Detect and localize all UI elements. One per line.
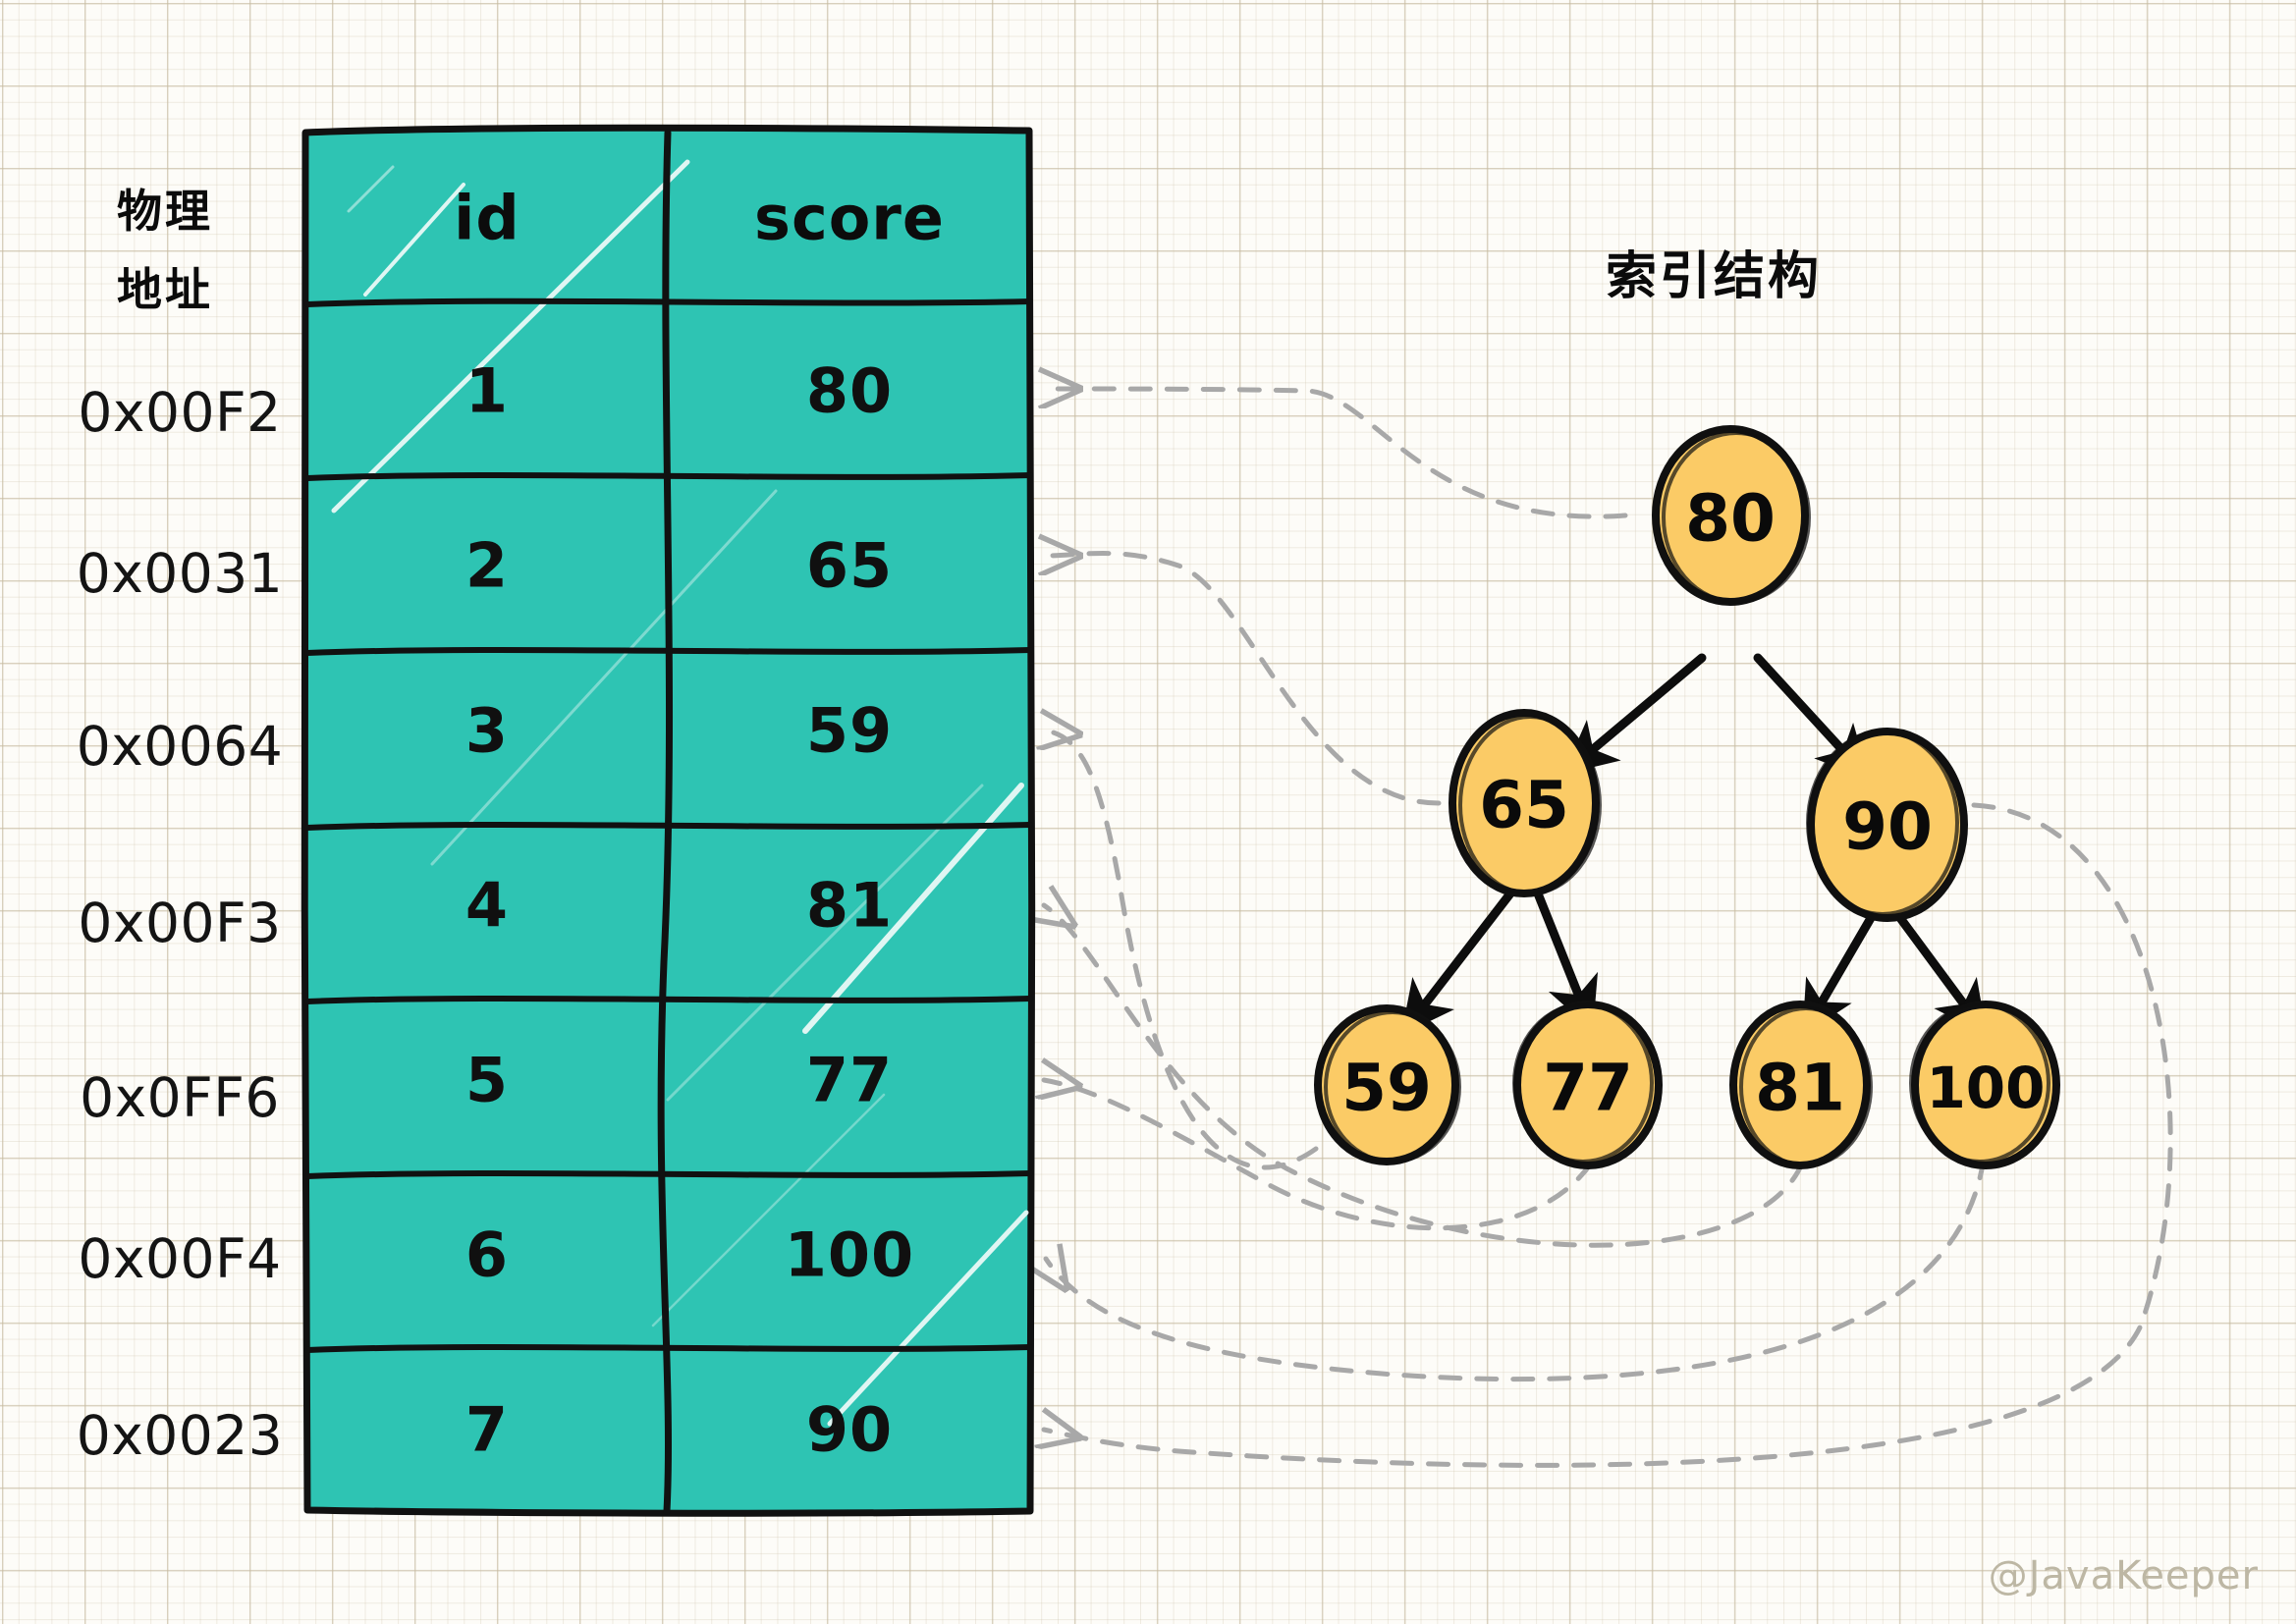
cell-score-6: 100: [785, 1219, 914, 1291]
cell-score-1: 80: [806, 355, 893, 427]
cell-score-4: 81: [806, 870, 893, 942]
tree-node-100[interactable]: 100: [1909, 1001, 2060, 1169]
table-rule-4: [304, 995, 1033, 1004]
table-rule-header: [304, 298, 1033, 307]
physical-address-label-line2: 地址: [117, 263, 213, 316]
cell-id-7: 7: [465, 1394, 509, 1466]
cell-id-4: 4: [465, 870, 509, 942]
cell-id-5: 5: [465, 1045, 509, 1116]
edge-80-65: [1562, 653, 1707, 776]
table-header-id: id: [454, 183, 520, 254]
tree-node-81[interactable]: 81: [1729, 1001, 1873, 1169]
watermark: @JavaKeeper: [1989, 1553, 2259, 1598]
pointer-65-to-row2: [1044, 554, 1442, 806]
pointer-81-to-row4: [1044, 905, 1805, 1248]
tree-node-80-label: 80: [1685, 481, 1776, 557]
address-row-6: 0x00F4: [78, 1227, 281, 1290]
index-structure-label: 索引结构: [1606, 247, 1822, 306]
address-row-3: 0x0064: [77, 715, 284, 778]
tree-node-77-label: 77: [1543, 1051, 1633, 1126]
address-row-7: 0x0023: [77, 1404, 284, 1467]
cell-id-1: 1: [465, 355, 509, 427]
address-row-2: 0x0031: [77, 542, 284, 605]
tree-node-59-label: 59: [1341, 1051, 1432, 1126]
table-rule-6: [304, 1343, 1033, 1353]
table-rule-1: [304, 471, 1033, 481]
tree-node-65[interactable]: 65: [1449, 709, 1602, 897]
tree-node-65-label: 65: [1479, 768, 1569, 843]
pointer-77-to-row5: [1044, 1080, 1594, 1231]
cell-score-5: 77: [806, 1045, 893, 1116]
tree-node-100-label: 100: [1926, 1055, 2045, 1121]
cell-id-3: 3: [465, 695, 509, 767]
cell-id-6: 6: [465, 1219, 509, 1291]
cell-id-2: 2: [465, 530, 509, 602]
tree-node-80[interactable]: 80: [1652, 425, 1811, 606]
table-rule-2: [304, 646, 1033, 656]
cell-score-2: 65: [806, 530, 893, 602]
tree-node-90-label: 90: [1842, 789, 1933, 865]
address-row-4: 0x00F3: [78, 892, 281, 954]
table-rule-5: [304, 1169, 1033, 1179]
pointer-90-to-row7: [1044, 802, 2173, 1468]
table-column-divider: [657, 129, 674, 1515]
table-header-score: score: [754, 183, 945, 254]
cell-score-7: 90: [806, 1394, 893, 1466]
edge-65-59: [1399, 889, 1515, 1036]
physical-address-label-line1: 物理: [117, 185, 213, 238]
tree-node-77[interactable]: 77: [1512, 1001, 1663, 1169]
cell-score-3: 59: [806, 695, 893, 767]
pointer-80-to-row1: [1044, 389, 1628, 519]
address-row-5: 0x0FF6: [80, 1066, 280, 1129]
address-row-1: 0x00F2: [78, 381, 281, 444]
pointer-100-to-row6: [1046, 1156, 1987, 1382]
tree-node-81-label: 81: [1755, 1051, 1845, 1126]
tree-node-90[interactable]: 90: [1806, 728, 1968, 922]
table-rule-3: [304, 821, 1033, 831]
pointer-59-to-row3: [1044, 731, 1319, 1170]
tree-node-59[interactable]: 59: [1314, 1004, 1461, 1165]
